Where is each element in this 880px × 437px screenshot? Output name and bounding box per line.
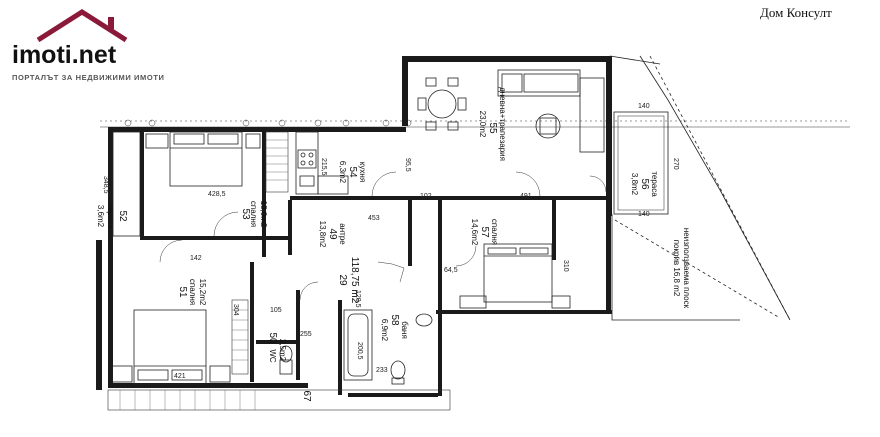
apartment-total: 29 118,75 m2	[337, 257, 360, 304]
dimension-labels: 428,5 348,5 453 215,5 95,5 102 491 140 2…	[102, 103, 679, 380]
dim-label: 255	[300, 331, 312, 338]
dim-label: 105	[270, 307, 282, 314]
room-56-name: тераса	[650, 171, 659, 197]
terrace-right	[613, 111, 669, 215]
logo-site-name: imoti.net	[12, 41, 117, 69]
logo-tagline: ПОРТАЛЪТ ЗА НЕДВИЖИМИ ИМОТИ	[12, 73, 165, 82]
room-53-area: 13,0m2	[259, 201, 268, 228]
room-49-area: 13,8m2	[318, 221, 327, 248]
room-50-area: 2,5m2	[278, 339, 287, 362]
logo-roof-icon	[36, 9, 128, 43]
room-58-number: 58	[389, 314, 400, 326]
kitchen-counter	[295, 131, 349, 195]
dim-label: 428,5	[208, 191, 226, 198]
room-52-number: 52	[117, 210, 128, 222]
room-56-number: 56	[639, 178, 650, 190]
roof-name: неизползваема плоск	[682, 228, 691, 309]
room-50: 50 WC 2,5m2	[267, 332, 287, 362]
dim-label: 102	[420, 193, 432, 200]
room-52-area: 3,6m2	[96, 205, 105, 228]
room-50-number: 50	[267, 332, 278, 344]
grid-axis-markers	[100, 119, 850, 128]
room-57-number: 57	[479, 226, 490, 238]
dim-label: 491	[520, 193, 532, 200]
bathtub	[343, 309, 433, 385]
room-53-name: спалня	[249, 201, 258, 227]
room-56: 56 тераса 3,8m2	[630, 171, 659, 197]
dim-label: 120,5	[354, 290, 361, 308]
apartment-number: 29	[337, 274, 348, 286]
room-52: 52 тераса 3,6m2	[96, 203, 128, 229]
room-54-name: кухня	[358, 162, 367, 182]
room-54: 54 кухня 6,3m2	[338, 161, 367, 184]
room-57-name: спалня	[490, 219, 499, 245]
dim-label: 348,5	[102, 176, 109, 194]
bed-bedroom-53	[145, 131, 261, 187]
room-55-name: дневна+трапезария	[498, 87, 507, 161]
room-53: 53 спалня 13,0m2	[240, 201, 268, 228]
room-51-area: 15,2m2	[198, 279, 207, 306]
room-55-area: 23,0m2	[478, 111, 487, 138]
room-51-number: 51	[177, 286, 188, 298]
door-swings	[159, 171, 607, 301]
imoti-logo[interactable]: imoti.net ПОРТАЛЪТ ЗА НЕДВИЖИМИ ИМОТИ	[12, 9, 165, 82]
room-58: 58 баня 6,9m2	[380, 314, 409, 341]
bed-bedroom-57	[459, 243, 571, 309]
dim-label: 140	[638, 103, 650, 110]
logo-chimney-icon	[108, 17, 114, 29]
room-67-number: 67	[301, 390, 312, 402]
dim-label: 142	[190, 255, 202, 262]
dim-label: 233	[376, 367, 388, 374]
dim-label: 421	[174, 373, 186, 380]
room-51-name: спалня	[188, 279, 197, 305]
dim-label: 310	[562, 260, 569, 272]
room-51: 51 спалня 15,2m2	[177, 279, 207, 306]
walls	[96, 56, 612, 397]
room-54-area: 6,3m2	[338, 161, 347, 184]
wardrobe-51	[231, 299, 249, 375]
room-50-name: WC	[268, 349, 277, 363]
dim-label: 95,5	[404, 158, 411, 172]
dim-label: 215,5	[320, 158, 327, 176]
room-49-number: 49	[327, 228, 338, 240]
room-56-area: 3,8m2	[630, 173, 639, 196]
roof-area	[609, 55, 791, 321]
dim-label: 200,5	[356, 342, 363, 360]
dim-label: 453	[368, 215, 380, 222]
roof-area: покрив 16,8 m2	[672, 240, 681, 297]
room-52-name: тераса	[106, 203, 115, 229]
bottom-balcony	[107, 389, 451, 411]
dim-label: 64,5	[444, 267, 458, 274]
room-55-number: 55	[487, 122, 498, 134]
sofa	[497, 69, 605, 153]
wc-toilet	[279, 345, 293, 375]
room-58-name: баня	[400, 321, 409, 339]
bed-bedroom-51	[111, 309, 231, 385]
dim-label: 304	[232, 304, 239, 316]
room-53-number: 53	[240, 208, 251, 220]
dim-label: 140	[638, 211, 650, 218]
terrace-left	[112, 131, 141, 237]
agency-name: Дом Консулт	[760, 5, 832, 20]
dining-table	[417, 77, 467, 131]
room-54-number: 54	[347, 166, 358, 178]
wardrobe-53	[265, 131, 289, 193]
room-57-area: 14,6m2	[470, 219, 479, 246]
room-49: 49 антре 13,8m2	[318, 221, 347, 248]
dim-label: 270	[672, 158, 679, 170]
room-57: 57 спалня 14,6m2	[470, 219, 499, 246]
apartment-area: 118,75 m2	[349, 257, 360, 304]
room-roof: неизползваема плоск покрив 16,8 m2	[672, 228, 691, 309]
room-67: 67	[301, 390, 312, 402]
room-58-area: 6,9m2	[380, 319, 389, 342]
room-55: 55 дневна+трапезария 23,0m2	[478, 87, 507, 161]
room-49-name: антре	[338, 223, 347, 245]
